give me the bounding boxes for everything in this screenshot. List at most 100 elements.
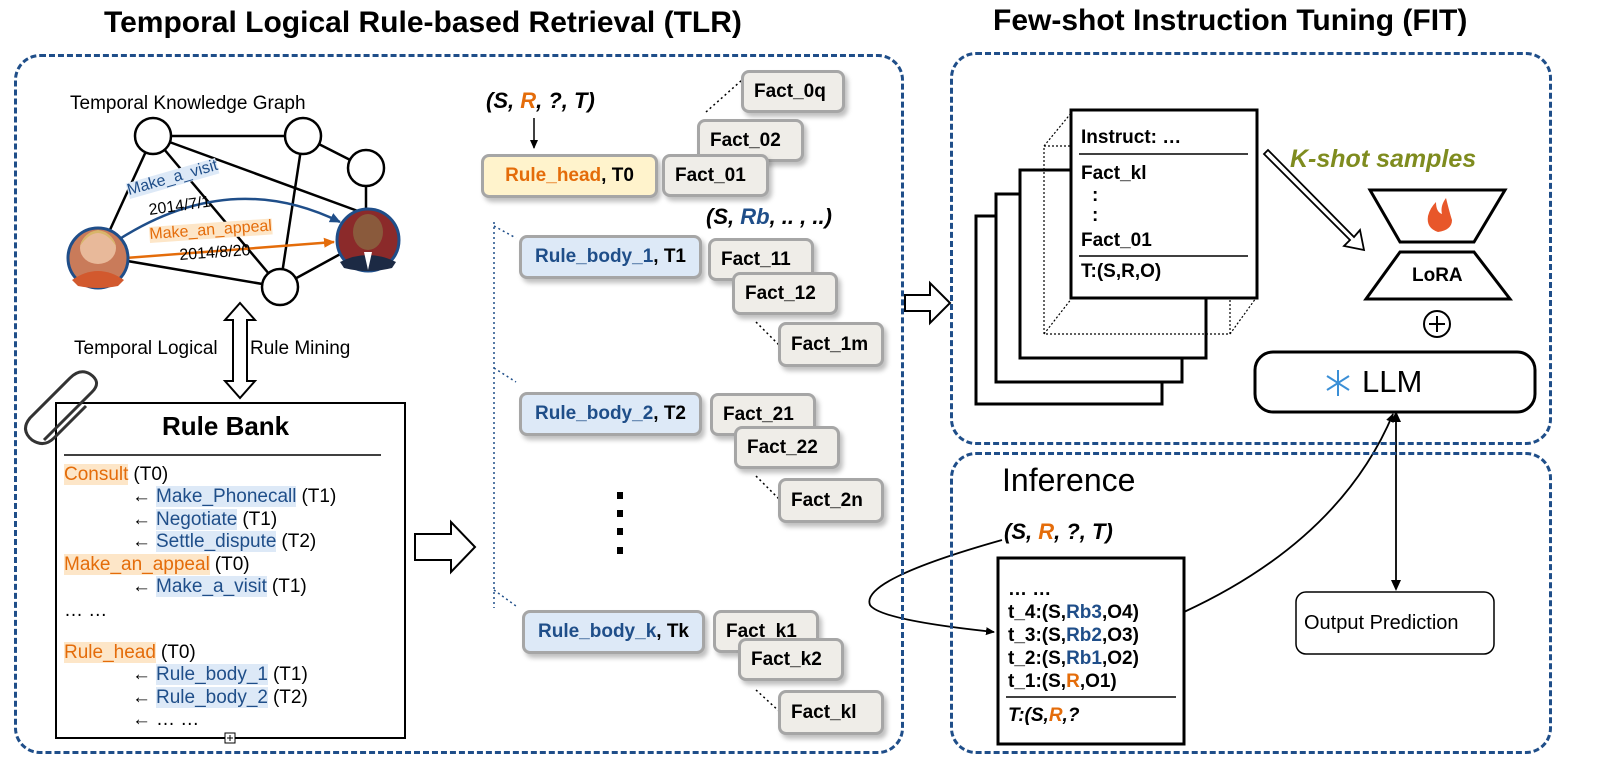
- query-s: (S,: [486, 88, 521, 113]
- fit-panel: [950, 52, 1552, 445]
- rule-body-2-name: Rule_body_2: [535, 403, 654, 424]
- lora-bottom-trapezoid: [1363, 250, 1514, 301]
- more-rules-dots: [617, 492, 623, 554]
- query-rest: , ?, T): [536, 88, 595, 113]
- rule-body-k-time: , Tk: [656, 621, 689, 642]
- rule-bank-line: ←Make_Phonecall(T1): [132, 486, 337, 507]
- inference-query-s: (S,: [1004, 519, 1039, 544]
- kshot-label: K-shot samples: [1290, 145, 1477, 173]
- rule-body-k-box: Rule_body_k, Tk: [522, 610, 705, 654]
- fact-kl: Fact_kl: [778, 690, 884, 735]
- fire-icon: [1427, 198, 1452, 232]
- inference-title: Inference: [1002, 462, 1136, 498]
- rule-bank-ellipsis: … …: [64, 600, 108, 621]
- rule-bank-title: Rule Bank: [162, 411, 290, 441]
- rule-body-1-name: Rule_body_1: [535, 246, 654, 267]
- inference-query: (S, R, ?, T): [1004, 521, 1113, 543]
- avatar-right-person: [335, 207, 401, 273]
- body-query: (S, Rb, .. , ..): [706, 206, 832, 228]
- rule-bank-arrow: ←: [132, 486, 151, 507]
- rule-bank-time: (T1): [242, 509, 278, 530]
- rule-bank-body-relation: Rule_body_2: [156, 687, 268, 708]
- mining-label-left: Temporal Logical: [74, 338, 218, 359]
- sample-target: T:(S,R,O): [1081, 261, 1162, 282]
- sample-dots-2: :: [1092, 205, 1099, 226]
- rule-body-k-name: Rule_body_k: [538, 621, 657, 642]
- inference-box: [996, 556, 1186, 746]
- inference-line-post: ,O3): [1101, 625, 1139, 646]
- inference-line-post: ,O2): [1101, 648, 1139, 669]
- llm-label: LLM: [1362, 364, 1423, 399]
- rule-bank-arrow: ←: [132, 709, 151, 730]
- rule-bank-time: (T1): [301, 486, 337, 507]
- fact-2n: Fact_2n: [778, 478, 884, 523]
- arrow-to-fit: [904, 280, 952, 326]
- inference-line: … …: [1008, 580, 1051, 599]
- rule-bank-line: ←… …: [132, 710, 199, 729]
- rule-body-1-box: Rule_body_1, T1: [519, 235, 702, 279]
- inference-line-relation: Rb2: [1066, 625, 1102, 646]
- fact-connectors: [705, 79, 781, 713]
- output-label: Output Prediction: [1304, 612, 1459, 634]
- inference-target-rel: R: [1048, 705, 1063, 726]
- sample-instruct: Instruct: …: [1081, 127, 1182, 148]
- rule-bank-body-relation: Negotiate: [156, 509, 238, 530]
- sample-fact-01: Fact_01: [1081, 230, 1152, 251]
- inference-line-pre: t_4:(S,: [1008, 602, 1067, 623]
- rule-bank-body-relation: Make_Phonecall: [156, 486, 297, 507]
- inference-line-relation: Rb1: [1066, 648, 1102, 669]
- fit-title: Few-shot Instruction Tuning (FIT): [993, 4, 1468, 37]
- snowflake-icon: [1326, 370, 1350, 396]
- rule-body-connectors: [493, 222, 517, 608]
- rule-bank-time: (T0): [160, 642, 196, 663]
- arrow-to-retrieval: [414, 519, 477, 575]
- rule-bank-line: ←Rule_body_2(T2): [132, 687, 308, 708]
- output-box: [1295, 591, 1495, 655]
- inference-target: T:(S,R,?: [1008, 706, 1079, 725]
- avatar-left-person: [66, 226, 130, 290]
- fact-1m: Fact_1m: [778, 322, 884, 367]
- rule-bank-body-relation: Settle_dispute: [156, 531, 277, 552]
- inference-query-rest: , ?, T): [1054, 519, 1113, 544]
- rule-bank-arrow: ←: [132, 687, 151, 708]
- rule-head-box: Rule_head, T0: [481, 154, 658, 198]
- mining-double-arrow: [222, 301, 258, 400]
- rule-bank-time: (T1): [271, 576, 307, 597]
- rule-bank-line: … …: [64, 601, 107, 620]
- tkg-nodes: [133, 116, 386, 307]
- rule-bank-line: Consult(T0): [64, 464, 168, 485]
- inference-panel: [950, 452, 1552, 754]
- head-query: (S, R, ?, T): [486, 90, 595, 112]
- inference-to-llm: [1183, 413, 1394, 613]
- body-query-s: (S,: [706, 204, 741, 229]
- inference-line: t_2:(S,Rb1,O2): [1008, 649, 1139, 668]
- rule-bank-arrow: ←: [132, 576, 151, 597]
- rule-head-time: , T0: [601, 165, 634, 186]
- tkg-label: Temporal Knowledge Graph: [70, 93, 306, 114]
- rule-bank-body-relation: Make_a_visit: [156, 576, 267, 597]
- rule-bank-time: (T2): [281, 531, 317, 552]
- rule-bank-arrow: ←: [132, 509, 151, 530]
- inference-line-post: ,O4): [1101, 602, 1139, 623]
- inference-query-arrow: [868, 539, 1003, 636]
- rule-bank-time: (T2): [272, 687, 308, 708]
- rule-body-2-box: Rule_body_2, T2: [519, 392, 702, 436]
- inference-query-r: R: [1038, 519, 1055, 544]
- sample-dots-1: :: [1092, 185, 1099, 206]
- lora-label: LoRA: [1412, 265, 1463, 286]
- tkg-edges: [96, 134, 368, 289]
- inference-line-pre: t_1:(S,: [1008, 671, 1067, 692]
- mining-label-right: Rule Mining: [250, 338, 351, 359]
- tlr-panel: [14, 54, 904, 754]
- kshot-arrow: [1262, 148, 1366, 252]
- rule-bank-line: ←Settle_dispute(T2): [132, 531, 317, 552]
- edge-make-a-visit: [117, 197, 341, 242]
- tlr-title: Temporal Logical Rule-based Retrieval (T…: [104, 6, 742, 39]
- fact-22: Fact_22: [734, 426, 840, 469]
- inference-line-relation: Rb3: [1066, 602, 1102, 623]
- rule-body-1-time: , T1: [653, 246, 686, 267]
- inference-line-pre: t_3:(S,: [1008, 625, 1067, 646]
- edge-make-an-appeal: [125, 237, 335, 260]
- body-query-rb: Rb: [740, 204, 770, 229]
